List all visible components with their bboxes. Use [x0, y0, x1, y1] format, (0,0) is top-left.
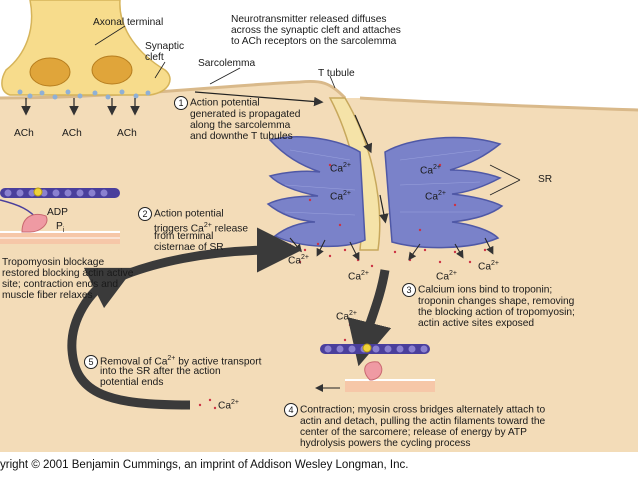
myosin-filament-center — [345, 380, 435, 392]
sarcoplasmic-reticulum — [384, 136, 504, 249]
myosin-head — [21, 213, 48, 233]
cycle-arrow — [67, 267, 191, 410]
myosin-head — [364, 361, 383, 381]
step-5-line: potential ends — [100, 377, 164, 388]
ach-label: ACh — [62, 128, 82, 139]
ca-label: Ca2+ — [436, 270, 458, 283]
synaptic-cleft-label-2: cleft — [145, 52, 164, 63]
relaxation-line: Tropomyosin blockage — [2, 257, 105, 268]
thin-filament-center — [320, 343, 430, 354]
cycle-arrow — [106, 227, 302, 287]
step-4-line: center of the sarcomere; release of ener… — [300, 427, 527, 438]
step-1-number: 1 — [174, 96, 188, 110]
neurotransmitter-note-3: to ACh receptors on the sarcolemma — [231, 36, 397, 47]
ca-label: Ca2+ — [348, 270, 370, 283]
sarcoplasmic-reticulum — [266, 136, 366, 248]
step-1-line: along the sarcolemma — [190, 120, 291, 131]
ca-label: Ca2+ — [425, 190, 447, 203]
synaptic-cleft-label: Synaptic — [145, 41, 185, 52]
neurotransmitter-note: Neurotransmitter released diffuses — [231, 14, 387, 25]
synaptic-vesicle — [29, 57, 71, 87]
ca-label: Ca2+ — [330, 190, 352, 203]
step-3-line: troponin changes shape, removing — [418, 296, 575, 307]
ca-label: Ca2+ — [330, 162, 352, 175]
sr-label: SR — [538, 174, 553, 185]
relaxation-line: muscle fiber relaxes — [2, 290, 93, 301]
pi-label: Pi — [56, 221, 65, 235]
step-4-line: hydrolysis powers the cycling process — [300, 438, 471, 449]
adp-label: ADP — [47, 207, 68, 218]
ca-label: Ca2+ — [288, 254, 310, 267]
ach-label: ACh — [14, 128, 34, 139]
step-1-line: and downthe T tubules — [190, 131, 293, 142]
step-2-number: 2 — [138, 207, 152, 221]
step-1-line: generated is propagated — [190, 109, 301, 120]
copyright-footer: yright © 2001 Benjamin Cummings, an impr… — [0, 452, 638, 478]
step-5-line: into the SR after the action — [100, 366, 221, 377]
ca-label: Ca2+ — [478, 260, 500, 273]
step-3-line: actin active sites exposed — [418, 318, 535, 329]
ca-label: Ca2+ — [336, 310, 358, 323]
relaxation-line: site; contraction ends and — [2, 279, 119, 290]
step-2-line: triggers Ca2+ release — [154, 222, 249, 235]
step-3-line: the blocking action of tropomyosin; — [418, 307, 575, 318]
ca-label: Ca2+ — [218, 399, 240, 412]
cycle-arrow — [347, 269, 392, 367]
synaptic-vesicle — [91, 55, 133, 85]
step-3-number: 3 — [402, 283, 416, 297]
axonal-terminal-label: Axonal terminal — [93, 17, 164, 28]
step-2-line: from terminal — [154, 231, 214, 242]
step-4-number: 4 — [284, 403, 298, 417]
sarcolemma-label: Sarcolemma — [198, 58, 256, 69]
step-2-line: cisternae of SR — [154, 242, 224, 253]
ca-label: Ca2+ — [420, 164, 442, 177]
t-tubule-label: T tubule — [318, 68, 355, 79]
step-5-number: 5 — [84, 354, 98, 369]
relaxation-line: restored blocking actin active — [2, 268, 134, 279]
ach-label: ACh — [117, 128, 137, 139]
sarcolemma-membrane-right — [359, 96, 638, 112]
neurotransmitter-note-2: across the synaptic cleft and attaches — [231, 25, 401, 36]
step-4-line: actin and detach, pulling the actin fila… — [300, 416, 546, 427]
